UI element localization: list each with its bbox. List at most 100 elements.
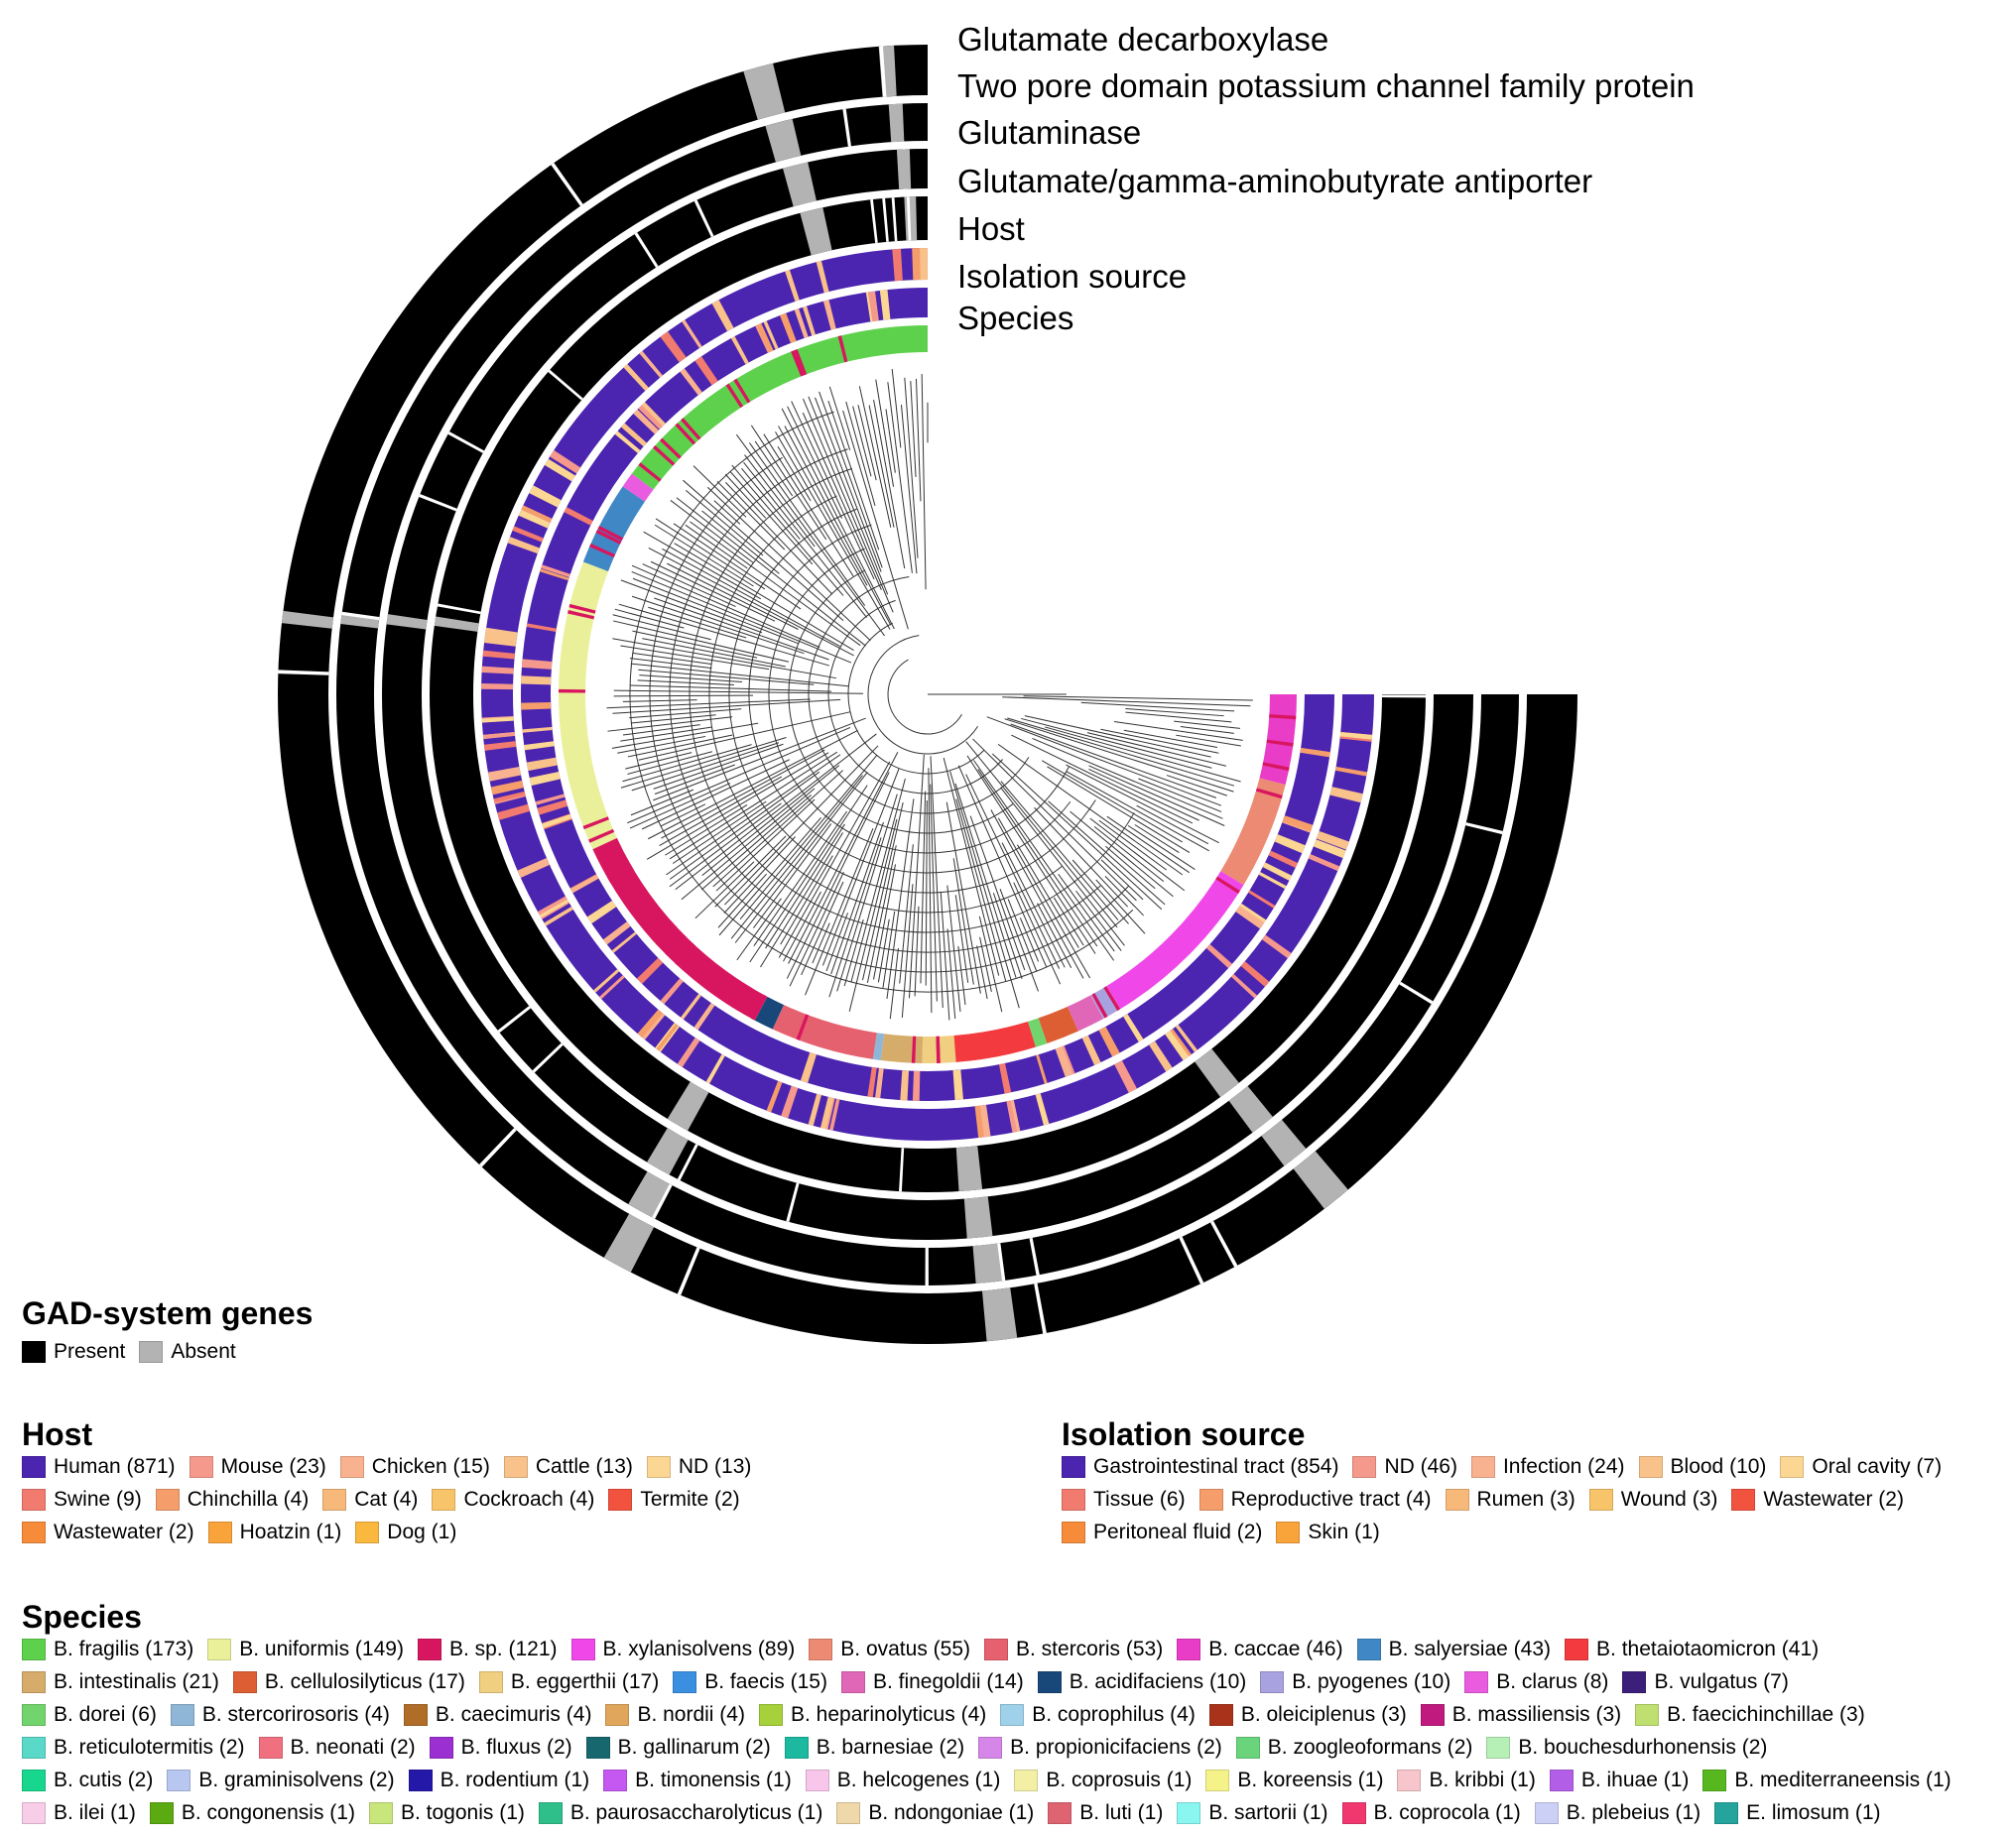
isolation-segment (677, 1038, 700, 1068)
legend-swatch (1445, 1489, 1469, 1511)
host-segment (602, 921, 631, 945)
tree-branch (778, 761, 891, 958)
isolation-segment (660, 331, 687, 363)
host-legend-title: Host (22, 1416, 93, 1452)
legend-item: B. propionicifaciens (2) (978, 1736, 1222, 1760)
tree-branch (1001, 842, 1066, 968)
legend-label: B. clarus (8) (1496, 1670, 1609, 1693)
host-segment (794, 308, 809, 338)
legend-item: B. uniformis (149) (207, 1638, 404, 1661)
legend-label: Blood (10) (1670, 1455, 1767, 1478)
tree-branch (1098, 819, 1168, 871)
legend-label: B. helcogenes (1) (836, 1769, 1001, 1791)
tree-branch (654, 597, 829, 661)
legend-item: B. cutis (2) (22, 1769, 153, 1792)
legend-label: B. sp. (121) (448, 1638, 558, 1660)
legend-label: B. timonensis (1) (635, 1769, 792, 1791)
tree-arc (708, 495, 1063, 914)
host-segment (541, 564, 570, 578)
host-segment (756, 322, 774, 353)
isolation-segment (1006, 1100, 1018, 1133)
gene-absent-segment (896, 149, 912, 189)
gene-divider (1034, 1283, 1047, 1334)
tree-arc (808, 575, 1030, 814)
tree-branch (744, 454, 816, 548)
ring-label-host: Host (957, 210, 1025, 247)
tree-branch (780, 855, 833, 945)
tree-branch (862, 801, 904, 981)
isolation-segment (544, 907, 573, 926)
legend-label: Termite (2) (640, 1488, 740, 1511)
tree-branch (701, 510, 780, 574)
legend-label: B. ndongoniae (1) (868, 1801, 1035, 1824)
isolation-segment (637, 1009, 664, 1039)
tree-branch (877, 918, 890, 983)
isolation-segment (819, 1096, 834, 1130)
tree-branch (1004, 718, 1234, 793)
legend-item: B. eggerthii (17) (478, 1670, 660, 1694)
tree-branch (1176, 734, 1241, 747)
tree-branch (654, 524, 754, 587)
isolation-segment (507, 537, 540, 554)
legend-row: Peritoneal fluid (2)Skin (1) (1062, 1520, 1394, 1545)
legend-label: B. eggerthii (17) (510, 1670, 660, 1693)
gene-divider (548, 369, 583, 401)
gene-absent-segment (765, 118, 802, 163)
tree-branch (957, 765, 1048, 968)
tree-arc (867, 635, 978, 755)
legend-swatch (1780, 1456, 1805, 1478)
legend-label: B. thetaiotaomicron (41) (1596, 1638, 1820, 1660)
tree-branch (921, 374, 927, 590)
legend-label: B. heparinolyticus (4) (790, 1703, 987, 1726)
isolation-legend-title: Isolation source (1062, 1416, 1306, 1452)
tree-branch (857, 405, 877, 481)
tree-branch (1024, 715, 1211, 758)
host-segment (586, 900, 617, 924)
legend-item: B. graminisolvens (2) (167, 1769, 395, 1792)
gene-divider (479, 1128, 517, 1167)
legend-swatch (432, 1489, 456, 1511)
legend-swatch (805, 1770, 829, 1791)
tree-branch (825, 913, 848, 972)
legend-item: B. kribbi (1) (1397, 1769, 1536, 1792)
tree-branch (614, 608, 685, 629)
isolation-segment (481, 666, 514, 674)
host-segment (542, 813, 572, 828)
tree-branch (669, 802, 782, 888)
legend-item: B. finegoldii (14) (840, 1670, 1024, 1694)
tree-branch (986, 716, 1222, 806)
gene-absent-segment (955, 1146, 983, 1192)
tree-branches (606, 368, 1253, 1021)
tree-branch (674, 543, 854, 652)
legend-label: Human (871) (54, 1455, 176, 1478)
host-segment (521, 701, 552, 710)
isolation-segment (593, 969, 620, 993)
isolation-segment (1262, 934, 1292, 959)
legend-label: Rumen (3) (1476, 1488, 1575, 1511)
tree-branch (1125, 711, 1232, 723)
host-segment (522, 726, 553, 733)
legend-row: Swine (9)Chinchilla (4)Cat (4)Cockroach … (22, 1487, 754, 1513)
gene-absent-segment (972, 1243, 1004, 1284)
gene-divider (1179, 1236, 1204, 1284)
isolation-segment (1308, 854, 1340, 872)
tree-branch (1037, 903, 1072, 968)
tree-branch (1048, 800, 1166, 906)
legend-item: B. ihuae (1) (1549, 1769, 1689, 1792)
tree-branch (830, 821, 884, 975)
species-segment (674, 943, 695, 966)
tree-branch (1105, 845, 1156, 890)
legend-swatch (1714, 1802, 1739, 1824)
tree-branch (669, 751, 838, 860)
host-segment (912, 1070, 921, 1101)
isolation-segment (482, 650, 516, 660)
host-segment (998, 1062, 1012, 1094)
gene-divider (925, 1247, 929, 1285)
gene-divider (532, 1042, 564, 1073)
gene-divider (1399, 981, 1434, 1005)
legend-item: B. barnesiae (2) (784, 1736, 964, 1760)
legend-item: B. rodentium (1) (408, 1769, 589, 1792)
host-segment (693, 1003, 715, 1031)
isolation-segment (482, 731, 516, 739)
